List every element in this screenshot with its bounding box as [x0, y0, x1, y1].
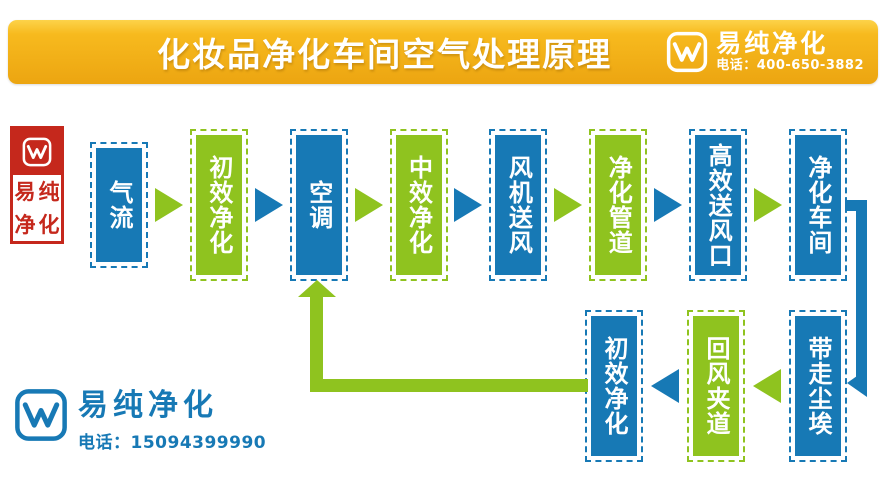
- flow-arrow-right-icon: [154, 188, 183, 222]
- flow-box: 初效净化: [189, 129, 248, 281]
- flow-box: 带走尘埃: [789, 310, 847, 462]
- flow-arrow-right-icon: [354, 188, 383, 222]
- seal-w-logo-icon: [13, 129, 61, 175]
- flow-arrow-right-icon: [554, 188, 583, 222]
- flow-box-label: 中效净化: [404, 155, 433, 255]
- flow-arrow-right-icon: [654, 188, 683, 222]
- seal-char: 纯: [38, 179, 60, 204]
- flow-box-label: 高效送风口: [704, 142, 733, 268]
- flow-arrow-right-icon: [454, 188, 483, 222]
- workshop-outlet-arrow-left-icon: [847, 369, 867, 397]
- flow-box-label: 回风夹道: [702, 336, 730, 436]
- flow-arrow-left-icon: [753, 369, 781, 403]
- footer-brand-phone: 电话：15094399990: [78, 433, 267, 453]
- flow-box-fill: 回风夹道: [693, 316, 739, 456]
- flow-box-fill: 风机送风: [495, 135, 542, 275]
- page-title: 化妆品净化车间空气处理原理: [157, 35, 613, 74]
- red-seal-stamp: 易 纯 净 化: [10, 126, 64, 244]
- flow-box: 净化管道: [589, 129, 648, 281]
- flow-box: 回风夹道: [687, 310, 745, 462]
- flow-arrow-left-icon: [651, 369, 679, 403]
- header-brand-block: 易纯净化 电话：400-650-3882: [666, 29, 864, 74]
- seal-char: 化: [38, 212, 60, 237]
- brand-phone: 电话：400-650-3882: [716, 57, 864, 73]
- header-banner: 化妆品净化车间空气处理原理 易纯净化 电话：400-650-3882: [8, 20, 878, 84]
- brand-w-logo-icon: [14, 388, 68, 442]
- brand-name: 易纯净化: [716, 29, 829, 59]
- flow-box-label: 风机送风: [504, 155, 533, 255]
- flow-box-fill: 净化管道: [595, 135, 642, 275]
- flow-box-label: 带走尘埃: [804, 336, 832, 436]
- flow-box-label: 气流: [105, 180, 133, 230]
- return-air-line-horizontal: [316, 379, 588, 392]
- flow-box-label: 净化车间: [803, 155, 832, 255]
- flow-arrow-right-icon: [254, 188, 283, 222]
- flow-box-fill: 空调: [295, 135, 342, 275]
- header-brand-text: 易纯净化 电话：400-650-3882: [716, 29, 864, 74]
- flow-box-fill: 中效净化: [395, 135, 442, 275]
- flow-box-fill: 气流: [96, 148, 142, 262]
- flow-box-fill: 高效送风口: [695, 135, 742, 275]
- seal-char: 净: [14, 212, 36, 237]
- brand-w-logo-icon: [666, 31, 708, 73]
- flow-box: 高效送风口: [689, 129, 748, 281]
- flow-box-label: 初效净化: [204, 155, 233, 255]
- flow-box-label: 空调: [304, 180, 333, 230]
- footer-brand-text: 易纯净化 电话：15094399990: [78, 388, 266, 453]
- flow-box-fill: 净化车间: [794, 135, 841, 275]
- flow-arrow-right-icon: [753, 188, 782, 222]
- flow-box: 净化车间: [788, 129, 847, 281]
- flow-box-fill: 初效净化: [591, 316, 637, 456]
- flow-box: 初效净化: [585, 310, 643, 462]
- return-air-arrow-up-icon: [298, 280, 336, 297]
- flow-box-fill: 初效净化: [195, 135, 242, 275]
- flow-box: 气流: [90, 142, 148, 268]
- return-air-line-vertical: [310, 296, 323, 392]
- flow-top-row: 气流 初效净化 空调 中效净化 风机送风 净化管道 高效送风口 净化车间: [90, 129, 847, 281]
- flow-box-fill: 带走尘埃: [795, 316, 841, 456]
- flow-box: 风机送风: [489, 129, 548, 281]
- seal-char: 易: [14, 179, 36, 204]
- flow-box-label: 初效净化: [600, 336, 628, 436]
- footer-brand-name: 易纯净化: [78, 388, 218, 423]
- flow-box: 中效净化: [389, 129, 448, 281]
- seal-characters: 易 纯 净 化: [13, 175, 61, 241]
- flow-box: 空调: [289, 129, 348, 281]
- flow-bottom-row: 初效净化 回风夹道 带走尘埃: [585, 310, 847, 462]
- workshop-outlet-line-vertical: [856, 200, 867, 385]
- footer-logo-block: 易纯净化 电话：15094399990: [14, 388, 266, 453]
- flow-box-label: 净化管道: [604, 155, 633, 255]
